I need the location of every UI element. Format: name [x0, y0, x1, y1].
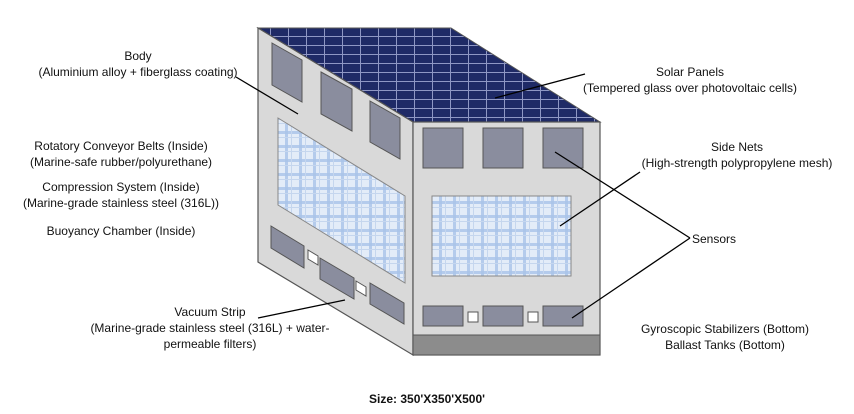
label-vacuum-material-1: (Marine-grade stainless steel (316L) + w… — [90, 321, 330, 335]
left-sensor-box-1 — [307, 249, 319, 266]
left-sensor-3 — [369, 282, 405, 325]
label-vacuum-strip: Vacuum Strip (Marine-grade stainless ste… — [60, 304, 360, 352]
body-right-face — [412, 121, 601, 356]
label-conveyor-title: Rotatory Conveyor Belts (Inside) — [34, 139, 208, 153]
base-strip — [412, 334, 601, 356]
body-left-face — [257, 26, 414, 357]
left-sensor-2 — [319, 257, 355, 300]
label-body-material: (Aluminium alloy + fiberglass coating) — [38, 65, 238, 79]
label-vacuum-title: Vacuum Strip — [174, 305, 246, 319]
label-ballast-title: Ballast Tanks (Bottom) — [665, 338, 785, 352]
label-body-title: Body — [124, 49, 152, 63]
leader-vacuum — [257, 299, 346, 319]
left-side-net — [277, 117, 406, 284]
label-compression-title: Compression System (Inside) — [42, 180, 200, 194]
leader-sensors-2 — [571, 237, 691, 319]
label-solar-material: (Tempered glass over photovoltaic cells) — [582, 81, 798, 95]
right-window-2 — [482, 127, 524, 169]
leader-lines — [235, 73, 691, 319]
size-caption: Size: 350'X350'X500' — [369, 392, 485, 406]
label-conveyor-material: (Marine-safe rubber/polyurethane) — [29, 155, 213, 169]
left-sensor-box-2 — [355, 280, 367, 297]
right-stabilizer-box-2 — [527, 311, 539, 323]
left-window-3 — [369, 100, 401, 160]
leader-side-nets — [559, 171, 641, 227]
label-sensors: Sensors — [692, 231, 752, 247]
right-side-net — [431, 195, 572, 277]
label-compression: Compression System (Inside) (Marine-grad… — [0, 179, 242, 211]
label-solar-panels: Solar Panels (Tempered glass over photov… — [560, 64, 820, 96]
right-window-1 — [422, 127, 464, 169]
label-vacuum-material-2: permeable filters) — [163, 337, 257, 351]
label-gyro: Gyroscopic Stabilizers (Bottom) Ballast … — [610, 321, 840, 353]
leader-body — [235, 76, 299, 115]
label-buoyancy: Buoyancy Chamber (Inside) — [0, 223, 242, 239]
label-side-nets-material: (High-strength polypropylene mesh) — [641, 156, 833, 170]
left-window-2 — [320, 71, 353, 132]
right-stabilizer-3 — [542, 305, 584, 327]
label-compression-material: (Marine-grade stainless steel (316L)) — [22, 196, 220, 210]
right-window-3 — [542, 127, 584, 169]
label-body: Body (Aluminium alloy + fiberglass coati… — [0, 48, 276, 80]
label-buoyancy-title: Buoyancy Chamber (Inside) — [46, 224, 196, 238]
leader-sensors-1 — [554, 151, 691, 239]
right-stabilizer-box-1 — [467, 311, 479, 323]
label-side-nets-title: Side Nets — [710, 140, 764, 154]
label-side-nets: Side Nets (High-strength polypropylene m… — [620, 139, 854, 171]
left-window-1 — [271, 42, 303, 103]
right-stabilizer-1 — [422, 305, 464, 327]
label-sensors-title: Sensors — [692, 232, 737, 246]
label-gyro-title: Gyroscopic Stabilizers (Bottom) — [640, 322, 810, 336]
label-solar-title: Solar Panels — [655, 65, 725, 79]
label-conveyor: Rotatory Conveyor Belts (Inside) (Marine… — [0, 138, 242, 170]
leader-solar — [494, 73, 586, 99]
right-stabilizer-2 — [482, 305, 524, 327]
left-sensor-1 — [270, 225, 305, 269]
